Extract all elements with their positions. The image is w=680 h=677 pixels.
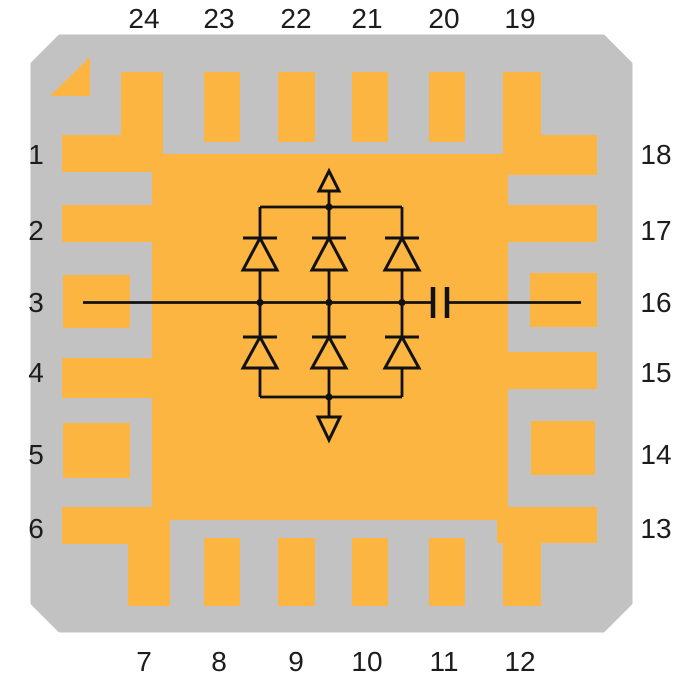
- pin-labels: 24 23 22 21 20 19 1 2 3 4 5 6 18 17 16 1…: [28, 3, 671, 677]
- capacitor-icon: [430, 287, 450, 318]
- pin-label-20: 20: [428, 3, 459, 34]
- pin-label-21: 21: [351, 3, 382, 34]
- pin-label-9: 9: [288, 646, 304, 677]
- pin-label-4: 4: [28, 357, 44, 388]
- diode-icon: [382, 333, 422, 370]
- pad-5: [63, 423, 130, 478]
- schematic: [83, 167, 581, 444]
- pad-1: [62, 135, 162, 172]
- port-arrow-icon: [316, 167, 342, 193]
- pin-label-15: 15: [640, 357, 671, 388]
- junction-dots: [256, 203, 406, 401]
- pin-label-13: 13: [640, 513, 671, 544]
- pad-11: [429, 538, 465, 606]
- pad-20: [429, 72, 465, 142]
- pad-8: [204, 538, 240, 606]
- pin-label-18: 18: [640, 139, 671, 170]
- pad-18: [505, 135, 597, 172]
- diode-icon: [309, 333, 349, 370]
- pin-label-3: 3: [28, 287, 44, 318]
- pin-label-8: 8: [211, 646, 227, 677]
- pad-22: [278, 72, 315, 142]
- pad-10: [352, 538, 388, 606]
- pin-label-6: 6: [28, 513, 44, 544]
- pad-2: [62, 205, 162, 242]
- pad-9: [278, 538, 315, 606]
- pin-label-12: 12: [504, 646, 535, 677]
- pin-label-5: 5: [28, 439, 44, 470]
- diode-icon: [240, 333, 280, 370]
- pad-12: [503, 514, 541, 606]
- pad-15: [505, 352, 597, 389]
- diode-icon: [309, 234, 349, 272]
- pad-23: [204, 72, 240, 142]
- pin-label-1: 1: [28, 139, 44, 170]
- junction-dot: [398, 298, 406, 307]
- pin-label-23: 23: [203, 3, 234, 34]
- pin-label-24: 24: [128, 3, 159, 34]
- pin-label-22: 22: [280, 3, 311, 34]
- pad-16: [530, 273, 597, 327]
- pin-label-17: 17: [640, 215, 671, 246]
- pad-21: [352, 72, 388, 142]
- pad-4: [62, 358, 162, 398]
- pin-label-7: 7: [136, 646, 152, 677]
- ground-icon: [315, 415, 343, 444]
- pin-label-11: 11: [429, 646, 458, 677]
- diode-icon: [382, 234, 422, 272]
- junction-dot: [325, 203, 333, 211]
- pad-14: [531, 421, 595, 475]
- junction-dot: [256, 298, 264, 307]
- pin-label-10: 10: [351, 646, 382, 677]
- pin-label-2: 2: [28, 215, 44, 246]
- pad-17: [505, 205, 597, 242]
- pin1-marker-icon: [50, 57, 90, 96]
- bottom-pads: [128, 514, 541, 606]
- pin-label-19: 19: [504, 3, 535, 34]
- left-pads: [62, 135, 162, 544]
- pin-label-16: 16: [640, 287, 671, 318]
- pin-label-14: 14: [640, 439, 671, 470]
- diode-icon: [240, 234, 280, 272]
- pad-7: [128, 514, 170, 606]
- junction-dot: [325, 393, 333, 401]
- junction-dot: [325, 298, 333, 307]
